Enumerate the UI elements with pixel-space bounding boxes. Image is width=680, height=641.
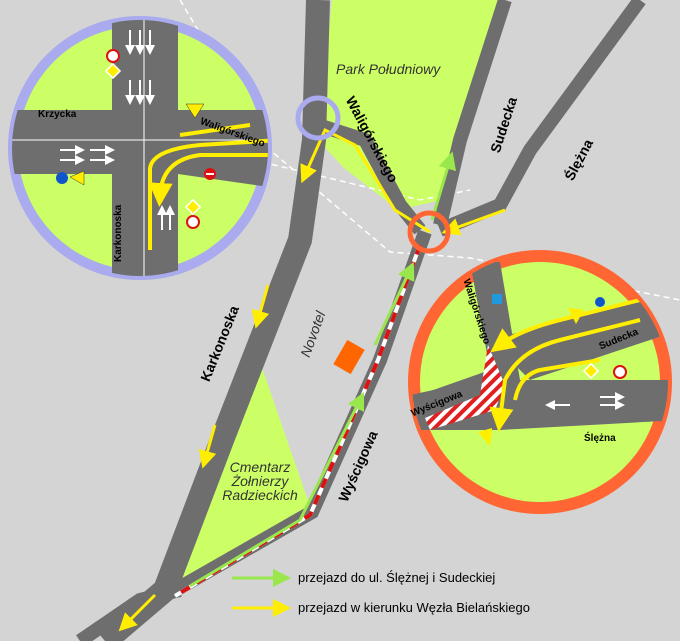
road-waligorskiego bbox=[315, 118, 426, 235]
tram-line-red bbox=[173, 244, 422, 598]
legend-label-green: przejazd do ul. Ślężnej i Sudeckiej bbox=[298, 570, 496, 585]
route-yellow-karkonoska-3 bbox=[118, 593, 157, 632]
no-turn-sign-icon-2 bbox=[186, 215, 200, 229]
route-yellow-karkonoska bbox=[251, 284, 270, 329]
cemetery-area bbox=[172, 362, 312, 592]
inset-right bbox=[408, 250, 672, 514]
inset-left-label-krzycka: Krzycka bbox=[38, 109, 77, 120]
road-slezna bbox=[437, 0, 646, 237]
road-karkonoska-south bbox=[76, 583, 182, 641]
priority-sign-icon-3 bbox=[582, 362, 600, 380]
give-way-sign-icon-3 bbox=[568, 308, 584, 324]
route-green-wyscigowa bbox=[189, 391, 365, 588]
no-turn-sign-icon-3 bbox=[613, 365, 627, 379]
inset-left bbox=[8, 16, 272, 280]
route-yellow-slezna bbox=[441, 208, 506, 236]
inset-left-label-karkonoska: Karkonoska bbox=[113, 204, 124, 262]
roundabout-sign-icon-2 bbox=[595, 297, 605, 307]
priority-sign-icon-2 bbox=[184, 198, 202, 216]
priority-sign-icon bbox=[104, 62, 122, 80]
hotel-building bbox=[333, 339, 365, 375]
route-yellow-waligorskiego bbox=[300, 127, 431, 234]
legend bbox=[232, 569, 291, 617]
legend-label-yellow: przejazd w kierunku Węzła Bielańskiego bbox=[298, 600, 530, 615]
route-yellow-karkonoska-2 bbox=[198, 424, 217, 469]
roundabout-sign-icon bbox=[56, 172, 68, 184]
marker-left-junction bbox=[295, 95, 341, 141]
road-sudecka bbox=[433, 0, 512, 227]
give-way-sign-icon-2 bbox=[69, 170, 85, 186]
route-green-sudecka bbox=[430, 151, 457, 221]
no-turn-sign-icon bbox=[106, 49, 120, 63]
give-way-sign-icon-4 bbox=[478, 428, 492, 446]
info-sign-icon bbox=[492, 294, 502, 304]
park-label: Park Południowy bbox=[336, 61, 441, 77]
route-green-wyscigowa-2 bbox=[373, 261, 415, 346]
give-way-sign-icon bbox=[185, 103, 205, 119]
marker-right-junction bbox=[407, 210, 451, 254]
inset-right-label-slezna: Ślężna bbox=[584, 433, 616, 444]
cemetery-label: Cmentarz Żołnierzy Radzieckich bbox=[222, 459, 298, 503]
